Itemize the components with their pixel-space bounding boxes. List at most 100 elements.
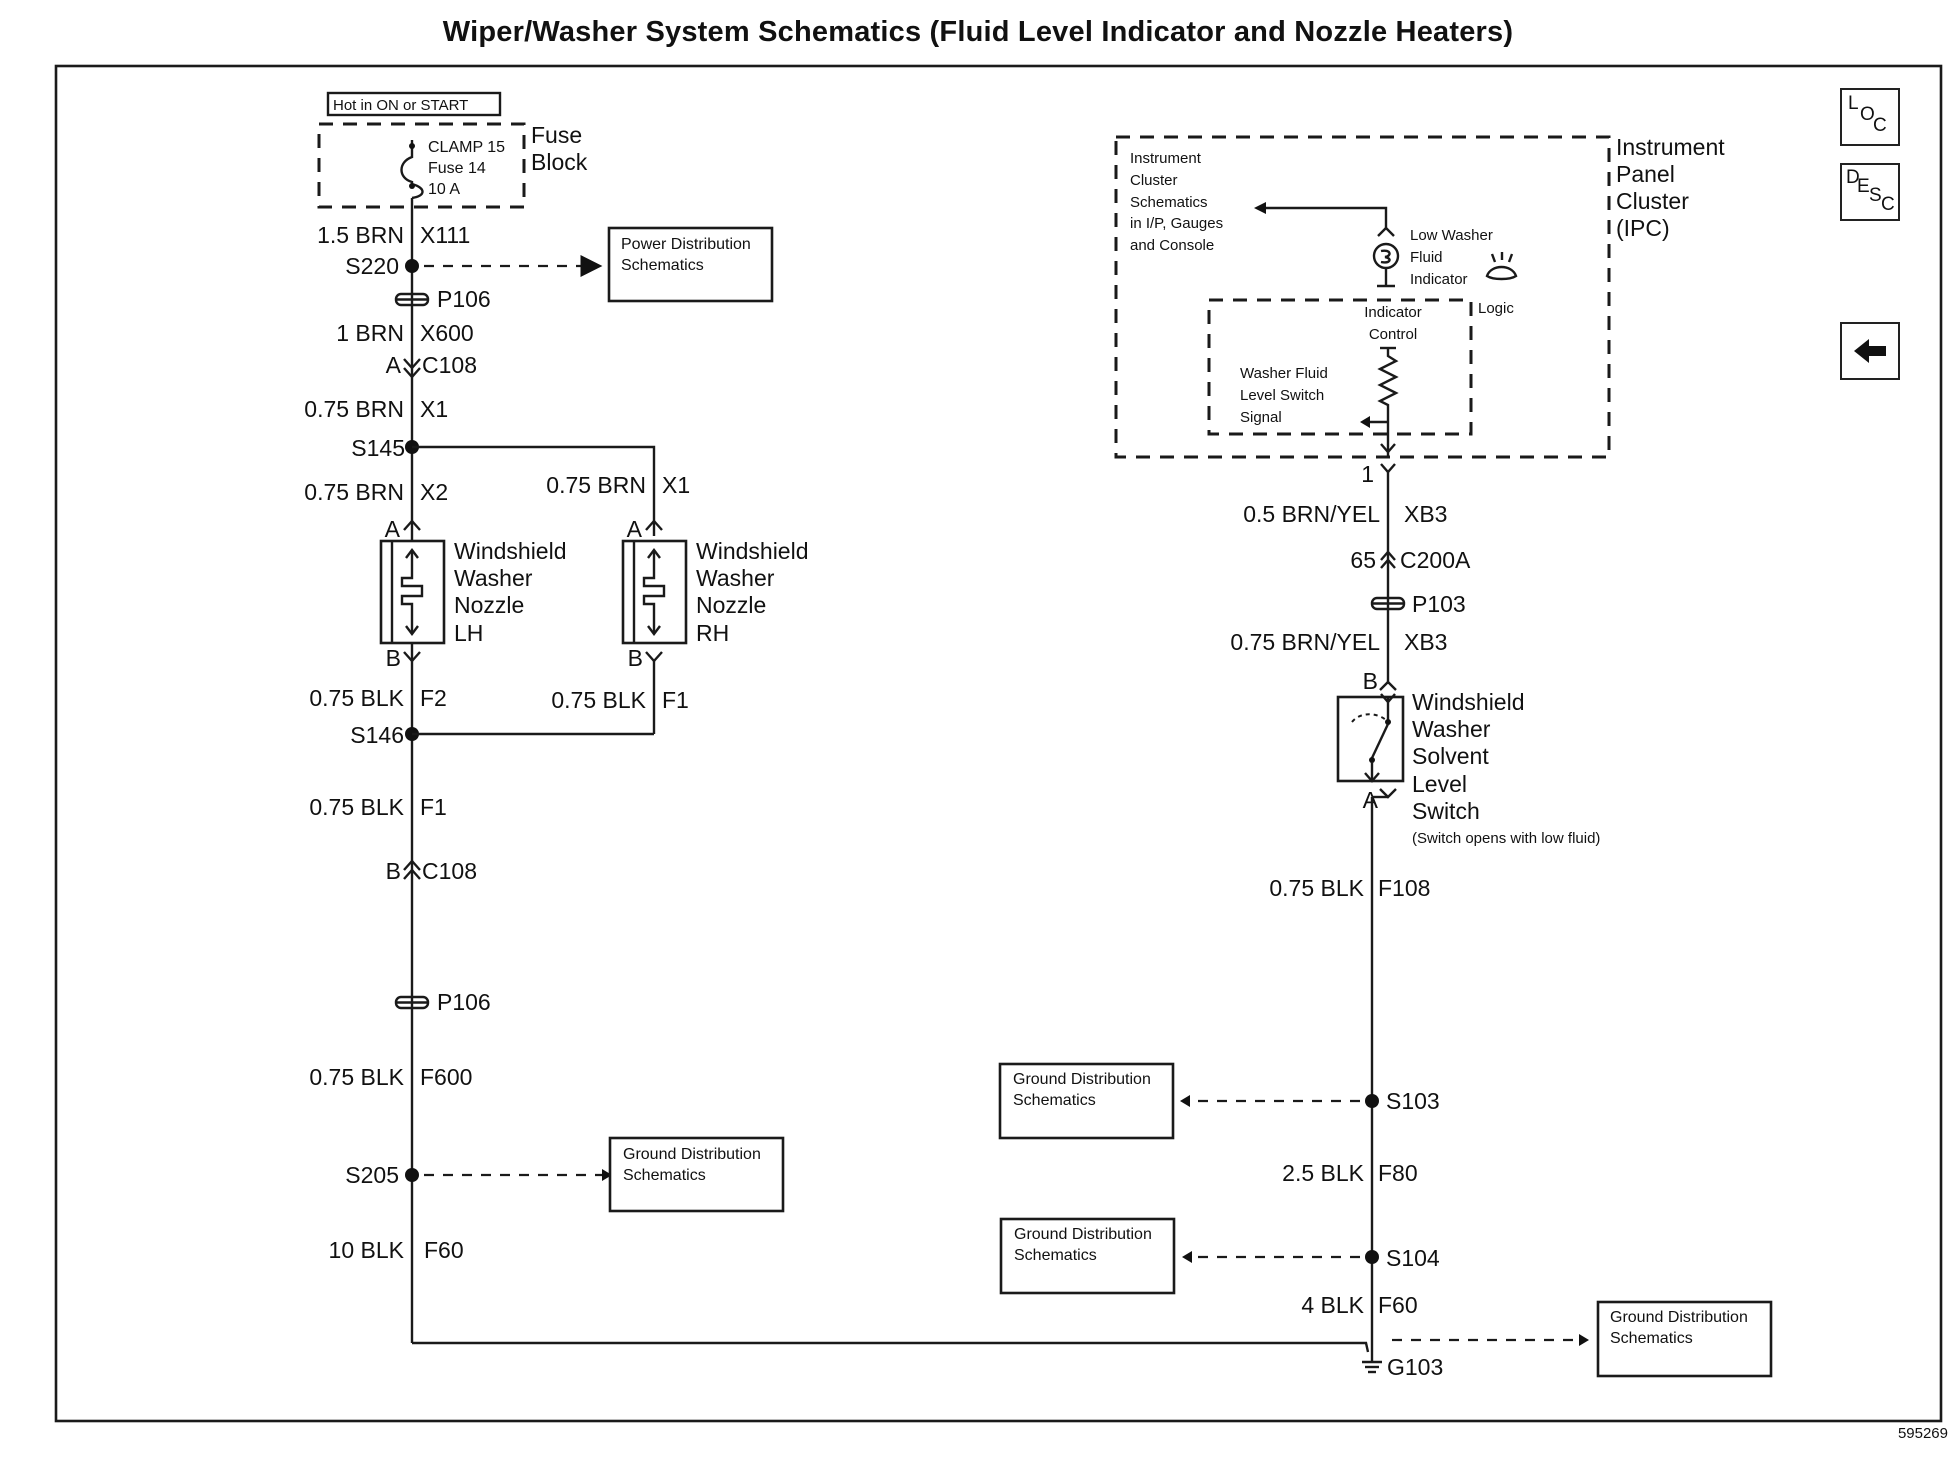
ground-distribution-ref-line-1: Ground Distribution bbox=[1610, 1309, 1748, 1326]
fuse-block-label-2: Block bbox=[531, 149, 588, 175]
wire-label-gauge: 0.75 BRN bbox=[304, 396, 404, 422]
splice-label-s103: S103 bbox=[1386, 1088, 1440, 1114]
hot-label-box bbox=[326, 91, 502, 117]
splice-label-s145: S145 bbox=[351, 435, 405, 461]
switch-label-3: Solvent bbox=[1412, 743, 1489, 769]
wire-label-gauge: 0.75 BLK bbox=[309, 794, 404, 820]
ground-symbol-g103 bbox=[1362, 1352, 1382, 1374]
desc-letter-c: C bbox=[1881, 194, 1895, 215]
back-button[interactable] bbox=[1840, 322, 1900, 380]
nozzle-lh-label-1: Windshield bbox=[454, 538, 567, 564]
left-circuit: Hot in ON or START Fuse Block CLAMP 15 F… bbox=[304, 91, 1370, 1353]
power-distribution-ref-box[interactable] bbox=[607, 226, 774, 303]
wire-label-gauge: 0.75 BLK bbox=[1269, 875, 1364, 901]
connector-c200a bbox=[1380, 550, 1396, 569]
switch-label-5: Switch bbox=[1412, 798, 1480, 824]
connector-c108-b bbox=[403, 859, 421, 880]
power-distribution-ref-line-1: Power Distribution bbox=[621, 236, 751, 253]
desc-letter-d: D bbox=[1846, 167, 1860, 188]
pass-through-label-p103: P103 bbox=[1412, 591, 1466, 617]
wire-label-circuit: F2 bbox=[420, 685, 447, 711]
switch-note: (Switch opens with low fluid) bbox=[1412, 830, 1600, 847]
nozzle-rh-label-1: Windshield bbox=[696, 538, 809, 564]
ground-distribution-ref-line-1: Ground Distribution bbox=[1013, 1071, 1151, 1088]
wire-label-circuit: X1 bbox=[420, 396, 448, 422]
ground-distribution-ref-line-2: Schematics bbox=[1610, 1330, 1693, 1347]
ground-distribution-ref-line-1: Ground Distribution bbox=[623, 1146, 761, 1163]
pass-through-label-p106-top: P106 bbox=[437, 286, 491, 312]
ground-distribution-ref-line-2: Schematics bbox=[1014, 1247, 1097, 1264]
switch-signal-3: Signal bbox=[1240, 409, 1282, 426]
page-title: Wiper/Washer System Schematics (Fluid Le… bbox=[442, 16, 1514, 48]
connector-pin-switch-a: A bbox=[1363, 787, 1379, 813]
wire-label-gauge: 4 BLK bbox=[1301, 1292, 1364, 1318]
wire-label-circuit: F60 bbox=[1378, 1292, 1418, 1318]
wire-label-circuit: X1 bbox=[662, 472, 690, 498]
ipc-title-4: (IPC) bbox=[1616, 215, 1670, 241]
connector-name-c108-b: C108 bbox=[422, 858, 477, 884]
splice-label-s220: S220 bbox=[345, 253, 399, 279]
cluster-ref-3: Schematics bbox=[1130, 194, 1208, 211]
power-distribution-ref-line-2: Schematics bbox=[621, 257, 704, 274]
location-button[interactable]: L O C bbox=[1840, 88, 1900, 146]
washer-fluid-icon bbox=[1485, 252, 1518, 281]
pass-through-label-p106-bottom: P106 bbox=[437, 989, 491, 1015]
wire-label-gauge: 1.5 BRN bbox=[317, 222, 404, 248]
splice-s220 bbox=[405, 259, 419, 273]
cluster-ref-1: Instrument bbox=[1130, 150, 1202, 167]
wire-label-gauge: 10 BLK bbox=[329, 1237, 405, 1263]
wire-label-circuit: F108 bbox=[1378, 875, 1430, 901]
hot-label: Hot in ON or START bbox=[333, 97, 468, 114]
wire-label-gauge: 2.5 BLK bbox=[1282, 1160, 1364, 1186]
ground-distribution-ref-line-1: Ground Distribution bbox=[1014, 1226, 1152, 1243]
logic-label: Logic bbox=[1478, 300, 1514, 317]
left-arrow-icon bbox=[1854, 339, 1886, 363]
loc-letter-l: L bbox=[1848, 93, 1859, 114]
ground-distribution-ref-box[interactable] bbox=[1596, 1300, 1773, 1378]
ipc-outline bbox=[1114, 135, 1611, 459]
connector-pin-nozzle-rh-b: B bbox=[628, 645, 643, 671]
ground-distribution-ref-box[interactable] bbox=[608, 1136, 785, 1213]
nozzle-lh-label-4: LH bbox=[454, 620, 483, 646]
solvent-level-switch: B A Windshield Washer Solvent Level Swit… bbox=[1336, 668, 1600, 847]
switch-signal-2: Level Switch bbox=[1240, 387, 1324, 404]
nozzle-lh-label-3: Nozzle bbox=[454, 592, 524, 618]
wire-label-gauge: 0.75 BLK bbox=[309, 1064, 404, 1090]
wire-label-gauge: 0.75 BRN bbox=[304, 479, 404, 505]
description-button[interactable]: D E S C bbox=[1840, 163, 1900, 221]
cluster-ref-2: Cluster bbox=[1130, 172, 1178, 189]
switch-label-4: Level bbox=[1412, 771, 1467, 797]
ground-distribution-ref-box[interactable] bbox=[999, 1217, 1176, 1295]
splice-s205 bbox=[405, 1168, 419, 1182]
wire-label-circuit: XB3 bbox=[1404, 629, 1447, 655]
wire-label-circuit: F1 bbox=[662, 687, 689, 713]
ground-distribution-ref-box[interactable] bbox=[998, 1062, 1175, 1140]
wire-label-circuit: XB3 bbox=[1404, 501, 1447, 527]
nozzle-lh-component: A B Windshield Washer Nozzle LH bbox=[379, 516, 567, 671]
ipc-title-2: Panel bbox=[1616, 161, 1675, 187]
indicator-label-2: Fluid bbox=[1410, 249, 1443, 266]
fuse-line-2: Fuse 14 bbox=[428, 160, 486, 177]
splice-s103 bbox=[1365, 1094, 1379, 1108]
connector-pin-nozzle-rh-a: A bbox=[627, 516, 643, 542]
pass-through-p106-bottom bbox=[394, 995, 430, 1010]
logic-outline bbox=[1207, 298, 1473, 436]
fuse-line-1: CLAMP 15 bbox=[428, 139, 505, 156]
cluster-ref-4: in I/P, Gauges bbox=[1130, 215, 1223, 232]
diagram-frame bbox=[54, 64, 1943, 1423]
ground-label-g103: G103 bbox=[1387, 1354, 1443, 1380]
indicator-label-3: Indicator bbox=[1410, 271, 1468, 288]
nozzle-rh-label-2: Washer bbox=[696, 565, 775, 591]
indicator-control-1: Indicator bbox=[1364, 304, 1422, 321]
connector-pin-nozzle-lh-a: A bbox=[385, 516, 401, 542]
fuse-line-3: 10 A bbox=[428, 181, 460, 198]
nozzle-rh-label-4: RH bbox=[696, 620, 729, 646]
right-circuit: Instrument Panel Cluster (IPC) Instrumen… bbox=[998, 134, 1773, 1380]
nozzle-rh-label-3: Nozzle bbox=[696, 592, 766, 618]
connector-pin-switch-b: B bbox=[1363, 668, 1378, 694]
wire-label-circuit: F600 bbox=[420, 1064, 472, 1090]
ground-distribution-ref-line-2: Schematics bbox=[1013, 1092, 1096, 1109]
pass-through-p106-top bbox=[394, 292, 430, 307]
wire-label-circuit: F1 bbox=[420, 794, 447, 820]
